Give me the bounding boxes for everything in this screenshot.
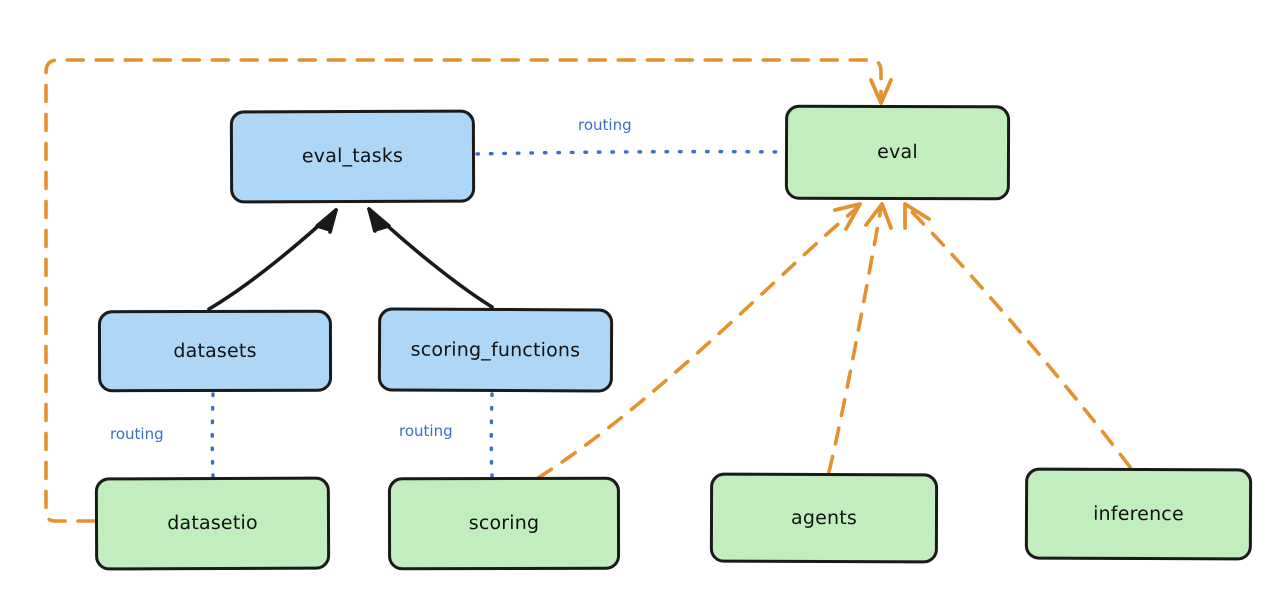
edge-scoring-to-eval (536, 202, 862, 480)
node-datasetio[interactable]: datasetio (94, 476, 331, 571)
edge-scoring_functions-to-eval_tasks (367, 207, 494, 309)
node-label: eval (877, 140, 918, 164)
edge-inference-to-eval (903, 202, 1132, 469)
edge-datasets-to-eval_tasks (207, 208, 338, 311)
edge-label-routing-datasetio: routing (110, 425, 164, 443)
node-scoring-functions[interactable]: scoring_functions (377, 307, 614, 393)
edge-eval_tasks-to-eval-routing (475, 149, 786, 156)
edge-label-routing-eval: routing (578, 116, 632, 134)
node-eval-tasks[interactable]: eval_tasks (229, 109, 476, 204)
node-eval[interactable]: eval (784, 104, 1011, 201)
edge-agents-to-eval (827, 202, 893, 474)
edge-label-routing-scoring: routing (399, 422, 453, 440)
edge-scoring_functions-to-scoring-routing (489, 392, 494, 478)
node-agents[interactable]: agents (709, 472, 939, 564)
node-label: datasetio (167, 511, 258, 535)
node-scoring[interactable]: scoring (387, 476, 621, 571)
node-label: scoring (468, 511, 540, 535)
edge-datasetio-to-eval (44, 58, 893, 523)
node-inference[interactable]: inference (1024, 467, 1253, 561)
node-datasets[interactable]: datasets (97, 309, 333, 393)
node-label: scoring_functions (410, 338, 581, 361)
edge-datasets-to-datasetio-routing (210, 392, 215, 478)
node-label: eval_tasks (301, 144, 404, 168)
node-label: inference (1093, 502, 1184, 525)
node-label: agents (790, 506, 858, 529)
node-label: datasets (173, 339, 257, 362)
